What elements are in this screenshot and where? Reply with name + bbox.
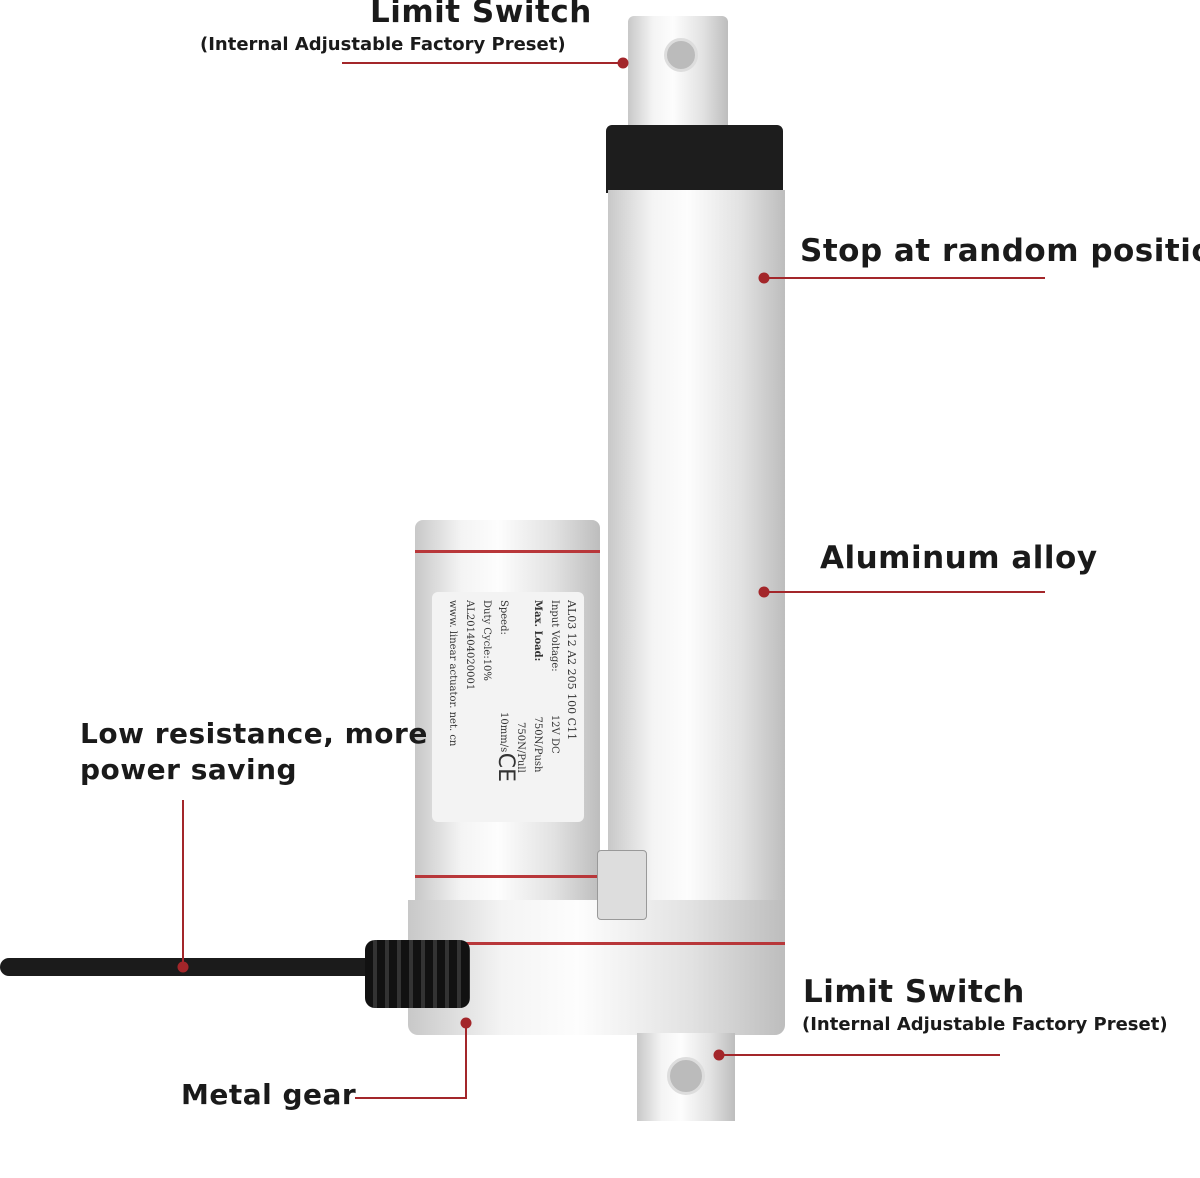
bottom-limit-switch-title: Limit Switch (803, 974, 1025, 1010)
label-model: AL03 12 A2 205 100 C11 (565, 600, 578, 741)
load-push: 750N/Push (532, 716, 543, 773)
website: www. linear actuator. net. cn (447, 600, 458, 747)
clevis-hole (667, 1057, 705, 1095)
top-limit-switch-dot (617, 57, 629, 69)
bottom-limit-switch-line (719, 1054, 1000, 1056)
bottom-limit-switch-subtitle: (Internal Adjustable Factory Preset) (802, 1014, 1168, 1035)
rod-end (628, 16, 728, 131)
voltage-value: 12V DC (549, 714, 560, 754)
top-limit-switch-title: Limit Switch (370, 0, 592, 30)
low-resistance-line (182, 800, 184, 967)
speed-value: 10mm/s (498, 712, 509, 753)
stop-position-dot (758, 272, 770, 284)
rod-collar (606, 125, 783, 193)
motor-label: AL03 12 A2 205 100 C11 Input Voltage: 12… (432, 592, 584, 822)
stop-position-line (764, 277, 1045, 279)
outer-tube (608, 190, 785, 905)
low-resistance-title: Low resistance, more power saving (80, 716, 428, 788)
bottom-limit-switch-dot (713, 1049, 725, 1061)
metal-gear-title: Metal gear (181, 1078, 357, 1111)
top-limit-switch-subtitle: (Internal Adjustable Factory Preset) (200, 34, 566, 55)
metal-gear-line-v (465, 1023, 467, 1099)
voltage-label: Input Voltage: (549, 600, 560, 672)
ce-mark: CE (493, 752, 518, 782)
rod-hole (664, 38, 698, 72)
load-label: Max. Load: (532, 600, 543, 662)
bracket (597, 850, 647, 920)
bottom-clevis (637, 1033, 735, 1121)
low-resistance-line1: Low resistance, more (80, 717, 428, 750)
serial-number: AL201404020001 (464, 600, 475, 691)
cable-connector (365, 940, 470, 1008)
gearbox-base (408, 900, 785, 1035)
aluminum-line (764, 591, 1045, 593)
top-limit-switch-line (342, 62, 623, 64)
stop-position-title: Stop at random position (800, 233, 1200, 269)
power-cable (0, 958, 380, 976)
metal-gear-line-h (355, 1097, 467, 1099)
metal-gear-dot (460, 1017, 472, 1029)
aluminum-title: Aluminum alloy (820, 540, 1098, 576)
low-resistance-dot (177, 961, 189, 973)
low-resistance-line2: power saving (80, 753, 298, 786)
aluminum-dot (758, 586, 770, 598)
speed-label: Speed: (498, 600, 509, 635)
